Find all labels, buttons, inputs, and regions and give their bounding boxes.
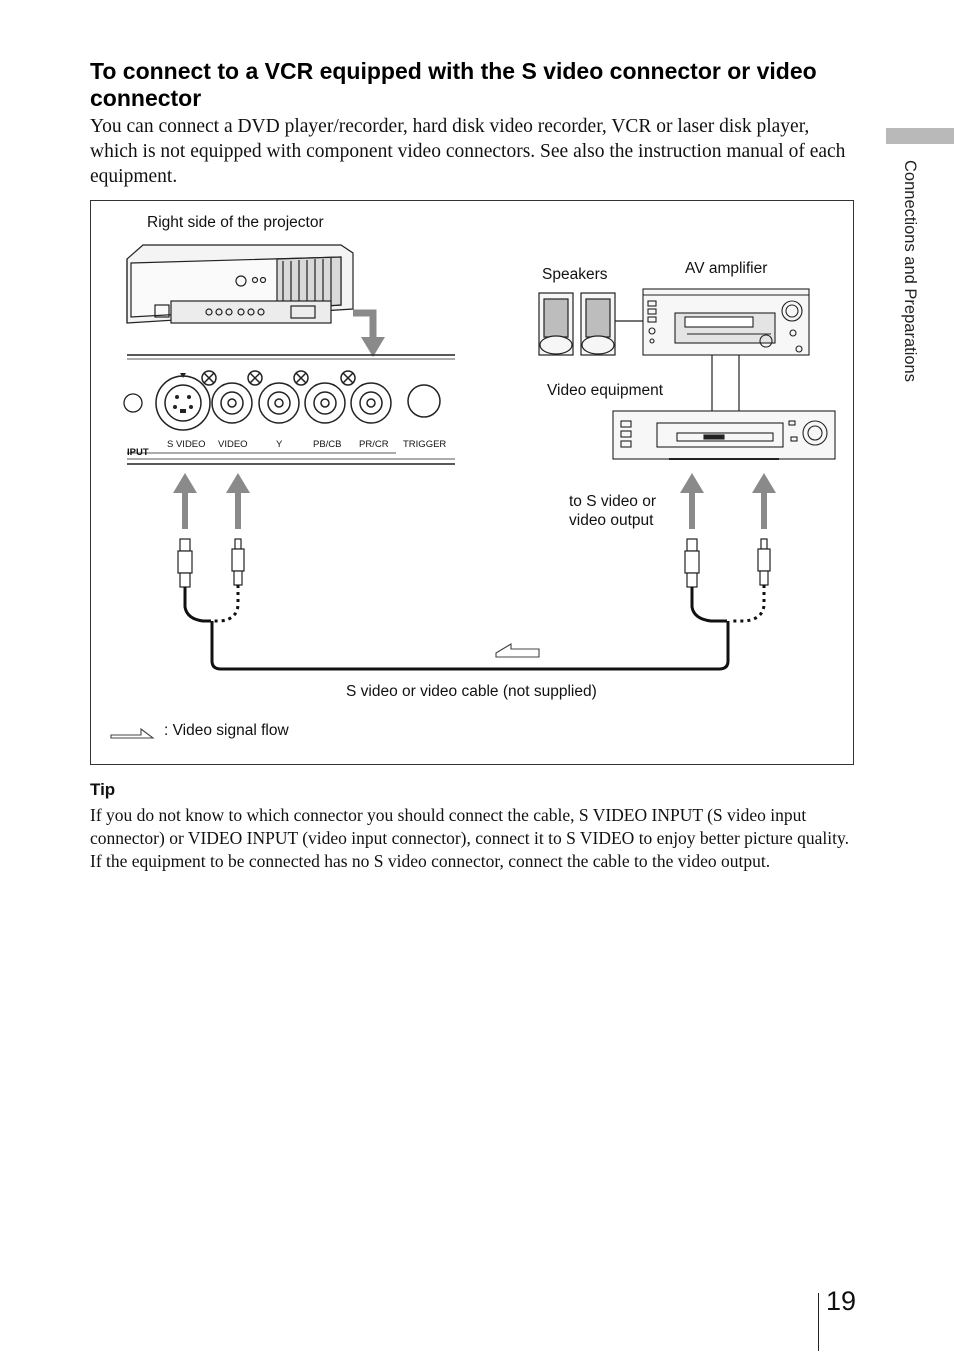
connection-diagram: IPUT S VIDEO VIDEO Y PB/CB PR/CR TRIGGER xyxy=(90,200,854,765)
panel-s-video-label: S VIDEO xyxy=(167,439,206,450)
intro-paragraph: You can connect a DVD player/recorder, h… xyxy=(90,116,846,187)
panel-input-label: IPUT xyxy=(127,447,149,458)
panel-trigger-label: TRIGGER xyxy=(403,439,446,450)
panel-y-label: Y xyxy=(276,439,283,450)
chapter-label: Connections and Preparations xyxy=(901,160,919,382)
video-equipment-label: Video equipment xyxy=(547,382,664,399)
output-label-line1: to S video or xyxy=(569,493,657,510)
projector-illustration xyxy=(126,244,354,324)
legend-label: : Video signal flow xyxy=(164,722,289,739)
av-amplifier-illustration xyxy=(642,288,810,356)
zoom-arrow xyxy=(353,309,377,339)
tip-title: Tip xyxy=(90,780,116,799)
tip-paragraph-2: If the equipment to be connected has no … xyxy=(90,851,771,871)
speakers-label: Speakers xyxy=(542,266,608,283)
tip-body: If you do not know to which connector yo… xyxy=(90,804,860,873)
cable-label: S video or video cable (not supplied) xyxy=(346,683,597,700)
panel-pb-label: PB/CB xyxy=(313,439,342,450)
projector-input-panel: IPUT S VIDEO VIDEO Y PB/CB PR/CR TRIGGER xyxy=(123,354,455,465)
signal-flow-arrow xyxy=(495,643,540,658)
output-label-line2: video output xyxy=(569,512,654,529)
av-amplifier-label: AV amplifier xyxy=(685,260,768,277)
panel-pr-label: PR/CR xyxy=(359,439,389,450)
cable-plugs xyxy=(177,538,771,588)
speakers-illustration xyxy=(538,292,616,356)
connection-diagram-drawing: IPUT S VIDEO VIDEO Y PB/CB PR/CR TRIGGER xyxy=(110,244,836,739)
page-number-rule xyxy=(818,1293,819,1351)
signal-arrows xyxy=(173,473,776,529)
panel-video-label: VIDEO xyxy=(218,439,248,450)
chapter-tab xyxy=(886,128,954,144)
legend-arrow-icon xyxy=(110,727,155,739)
video-equipment-illustration xyxy=(612,410,836,460)
tip-paragraph-1: If you do not know to which connector yo… xyxy=(90,805,849,848)
projector-label: Right side of the projector xyxy=(147,214,324,231)
cables xyxy=(183,585,766,671)
section-heading: To connect to a VCR equipped with the S … xyxy=(90,58,817,111)
page-number: 19 xyxy=(826,1286,857,1316)
